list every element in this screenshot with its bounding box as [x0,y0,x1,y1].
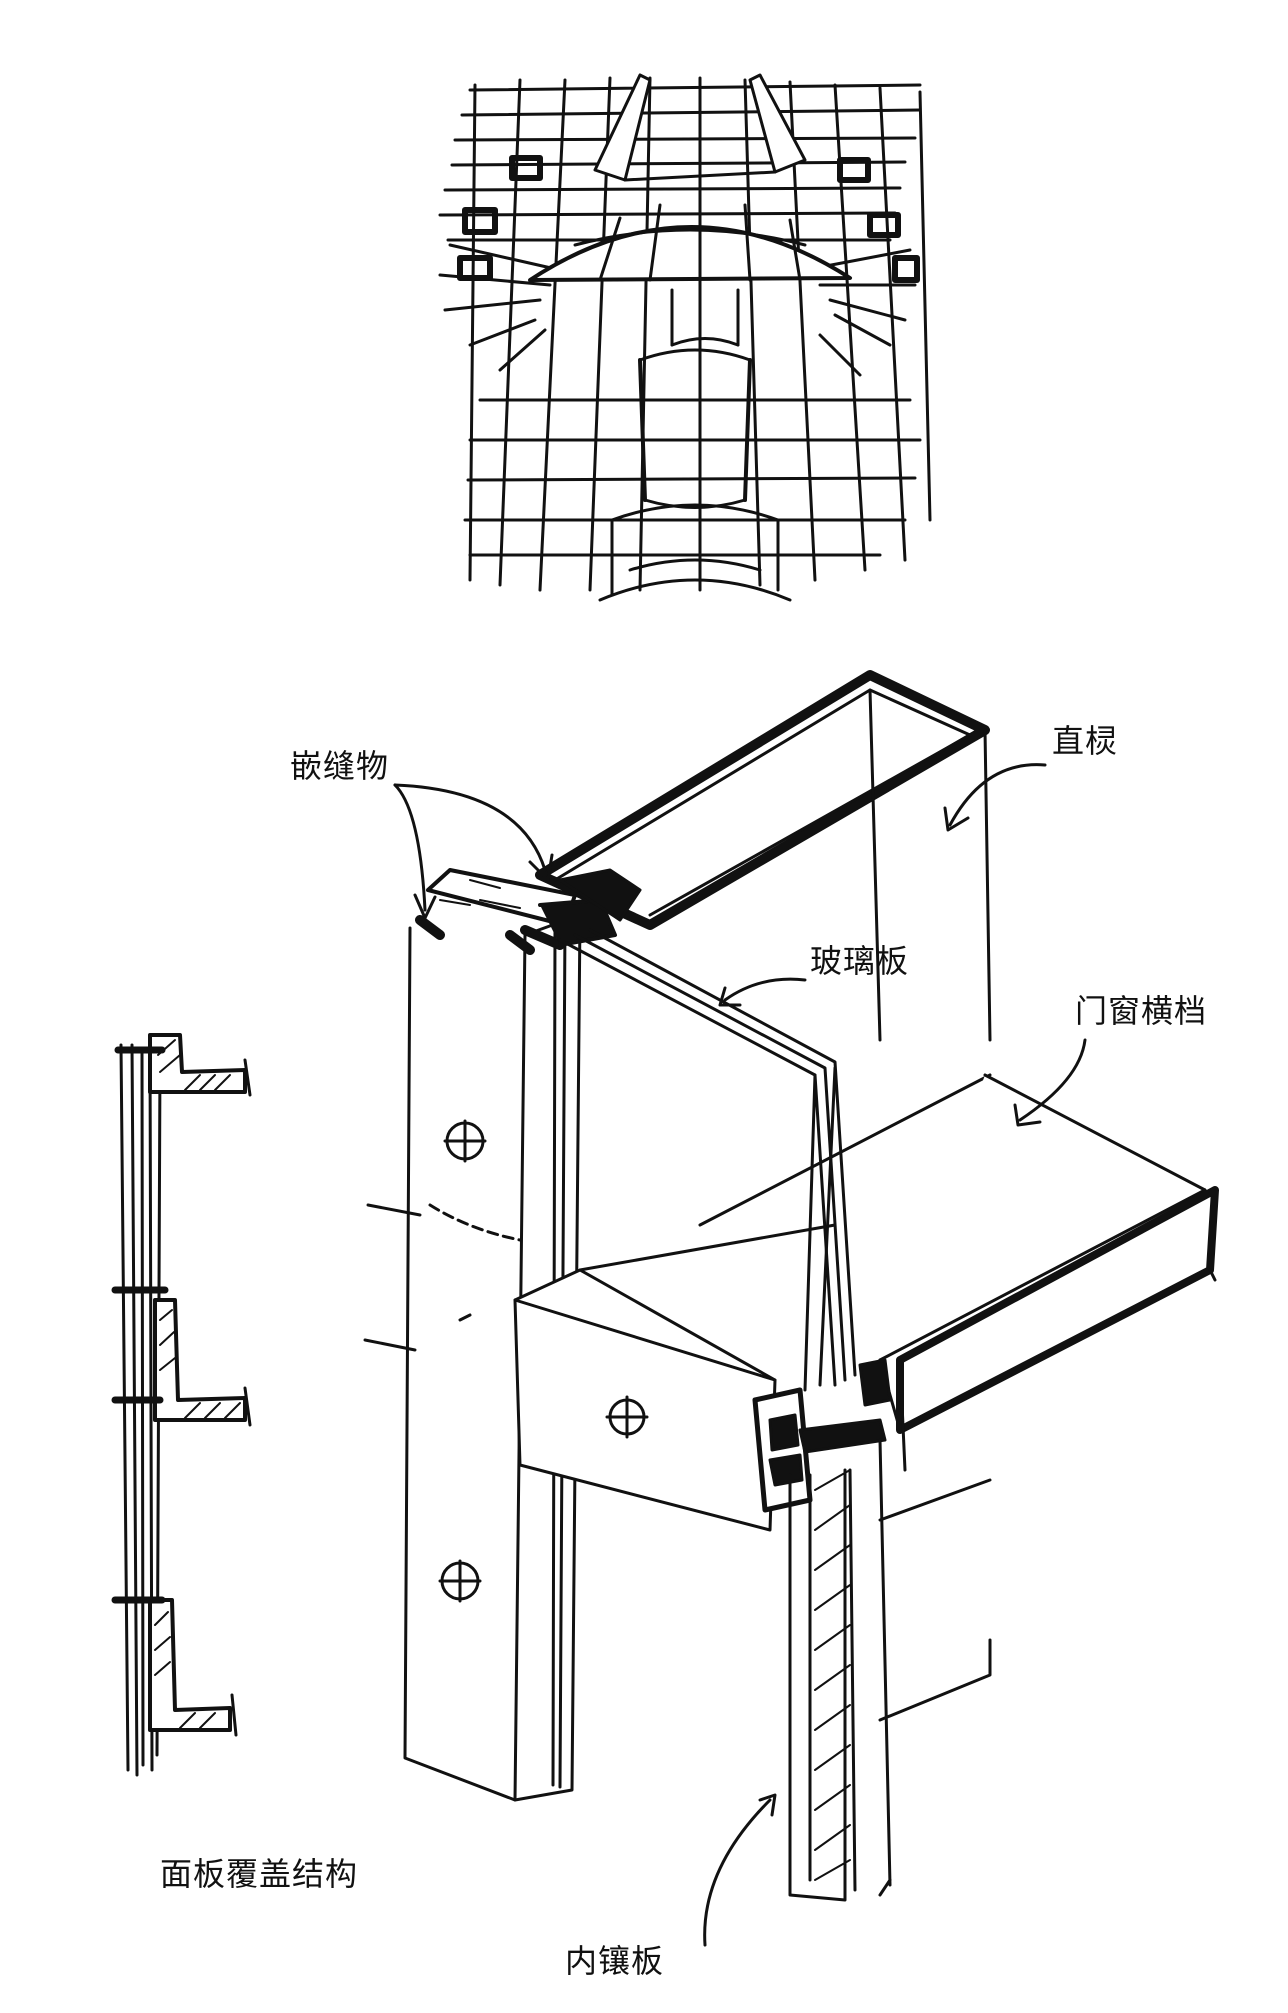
perspective-grid [438,76,932,592]
caulking-arrow-2 [528,853,554,882]
upper-mullion [535,670,992,1042]
main-curtain-wall-detail [363,670,1219,1902]
mullion-leader [948,763,1047,827]
caulking-label: 嵌缝物 [290,747,390,785]
inner-panel [788,1438,892,1902]
transom-profile [752,1358,892,1513]
central-column [598,288,792,602]
transom-arrow [1013,1103,1042,1127]
caulking-leader-1 [393,783,427,912]
perspective-sketch [438,73,932,602]
glass-arrow [718,986,742,1007]
window-squares [457,155,920,283]
panel-cover-structure-label: 面板覆盖结构 [160,1855,359,1893]
transom-leader [1018,1038,1087,1122]
panel-cover-section [111,1033,252,1777]
caulking-arrow-1 [413,893,437,920]
central-pilaster [593,73,807,182]
leader-lines [393,763,1087,1947]
extension-lines [363,1203,992,1722]
glass-leader [723,977,807,1002]
mullion-arrow [943,806,970,832]
inner-panel-arrow [758,1793,777,1817]
transom-box [513,1073,1219,1532]
inner-panel-leader [703,1798,772,1947]
glass-pane-label: 玻璃板 [810,942,910,980]
inner-panel-label: 内镶板 [565,1942,665,1980]
caulking-leader-2 [393,783,547,872]
mullion-label: 直棂 [1052,722,1119,760]
canopy-dome [528,198,852,282]
transom-label: 门窗横档 [1075,992,1208,1030]
